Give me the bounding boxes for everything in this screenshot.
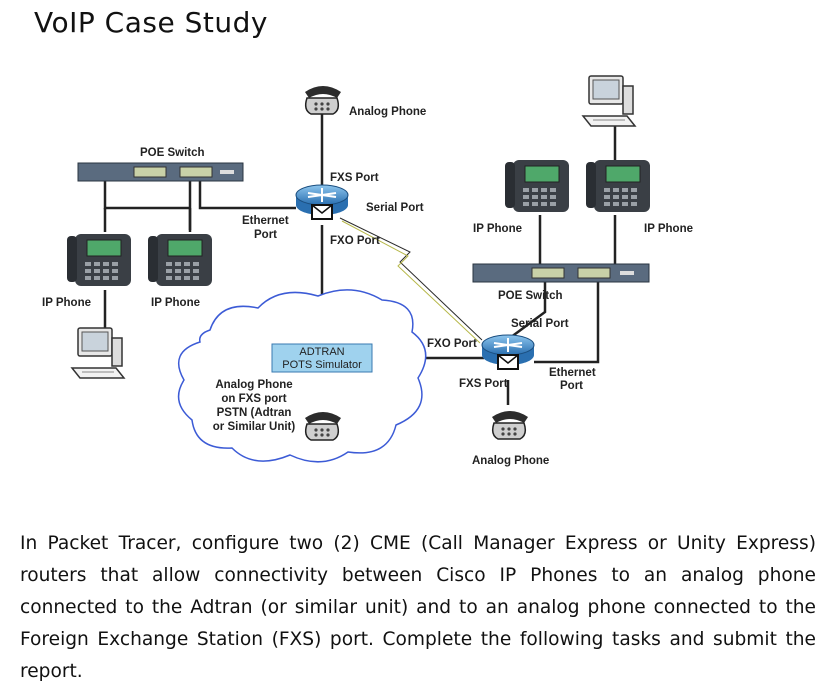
router-icon bbox=[295, 184, 349, 220]
label-cloud: on FXS port bbox=[221, 393, 286, 405]
pc-icon bbox=[582, 75, 636, 127]
label-ip-phone: IP Phone bbox=[644, 223, 693, 235]
pc-icon bbox=[71, 327, 125, 379]
label-fxs-port-top: FXS Port bbox=[330, 172, 379, 184]
label-ip-phone: IP Phone bbox=[151, 297, 200, 309]
analog-phone-icon bbox=[491, 410, 529, 440]
page-title: VoIP Case Study bbox=[34, 6, 268, 39]
label-fxs-port-right: FXS Port bbox=[459, 378, 508, 390]
ip-phone-icon bbox=[66, 233, 132, 287]
ip-phone-icon bbox=[147, 233, 213, 287]
ip-phone-icon bbox=[585, 159, 651, 213]
adtran-box bbox=[271, 343, 373, 373]
label-ethernet-port-right: Port bbox=[560, 380, 583, 392]
label-ip-phone: IP Phone bbox=[473, 223, 522, 235]
label-analog-phone-top: Analog Phone bbox=[349, 106, 426, 118]
poe-switch-left bbox=[77, 162, 244, 182]
label-poe-switch-left: POE Switch bbox=[140, 147, 205, 159]
label-cloud: Analog Phone bbox=[215, 379, 292, 391]
instructions-paragraph: In Packet Tracer, configure two (2) CME … bbox=[20, 533, 816, 682]
poe-switch-right bbox=[472, 263, 650, 283]
pstn-cloud bbox=[177, 289, 427, 463]
label-analog-phone-bottom: Analog Phone bbox=[472, 455, 549, 467]
label-ethernet-port-right: Ethernet bbox=[549, 367, 596, 379]
label-ethernet-port-left: Port bbox=[254, 229, 277, 241]
label-fxo-port-right: FXO Port bbox=[427, 338, 477, 350]
label-cloud: PSTN (Adtran bbox=[217, 407, 292, 419]
label-adtran: ADTRAN bbox=[299, 346, 344, 358]
label-ip-phone: IP Phone bbox=[42, 297, 91, 309]
network-diagram: Analog Phone POE Switch FXS Port Serial … bbox=[42, 75, 693, 467]
ip-phone-icon bbox=[504, 159, 570, 213]
label-cloud: or Similar Unit) bbox=[213, 421, 296, 433]
label-fxo-port-top: FXO Port bbox=[330, 235, 380, 247]
label-serial-port-right: Serial Port bbox=[511, 318, 569, 330]
label-ethernet-port-left: Ethernet bbox=[242, 215, 289, 227]
analog-phone-icon bbox=[304, 411, 342, 441]
router-icon bbox=[481, 334, 535, 370]
label-pots-simulator: POTS Simulator bbox=[282, 359, 362, 371]
label-poe-switch-right: POE Switch bbox=[498, 290, 563, 302]
analog-phone-icon bbox=[304, 85, 342, 115]
label-serial-port-top: Serial Port bbox=[366, 202, 424, 214]
